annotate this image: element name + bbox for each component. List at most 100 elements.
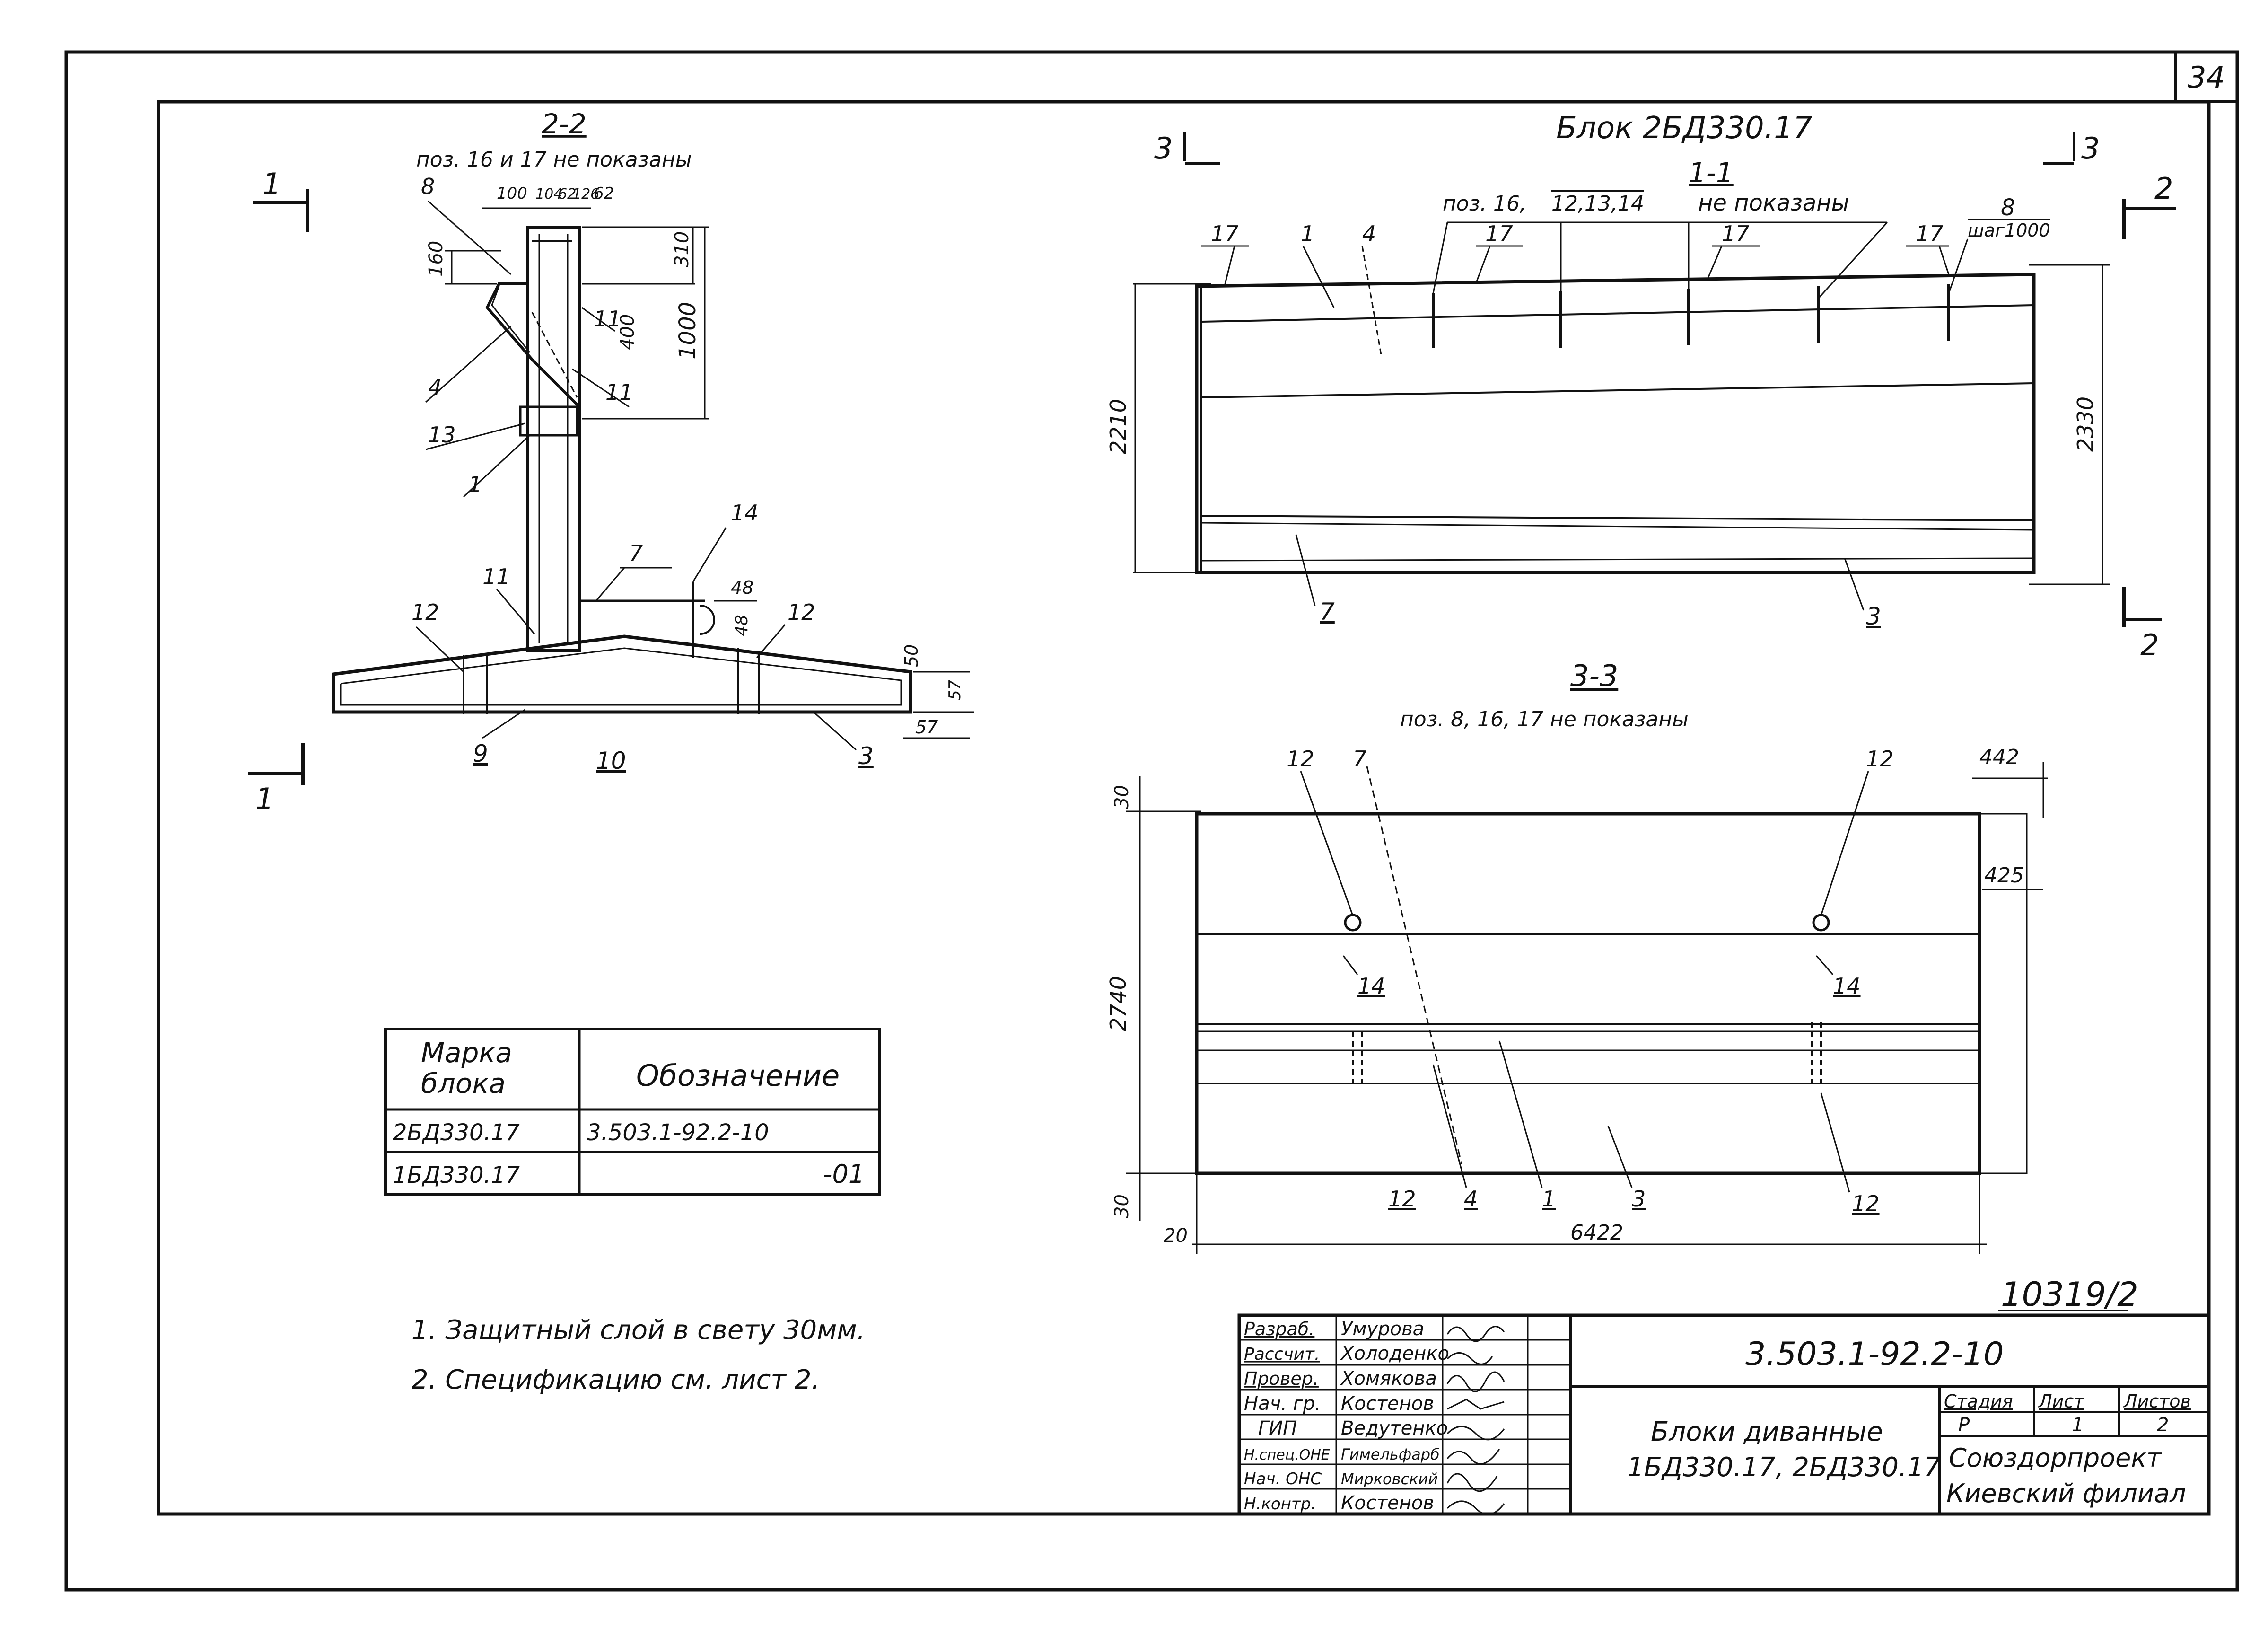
section-1-1: Блок 2БД330.17 1-1 поз. 16, 12,13,14 не … <box>1105 111 2176 662</box>
pos-8-step: шаг1000 <box>1968 220 2050 241</box>
hole-left <box>1344 914 1362 932</box>
dim-30-bottom: 30 <box>1111 1194 1133 1218</box>
note-2: 2. Спецификацию см. лист 2. <box>412 1364 820 1395</box>
sig-role-1: Разраб. <box>1244 1319 1314 1339</box>
sig-role-2: Рассчит. <box>1244 1345 1320 1364</box>
page-number: 34 <box>2188 60 2225 95</box>
sheet-label: Лист <box>2038 1391 2085 1412</box>
dim-57-h: 57 <box>915 717 938 738</box>
pos-14-left: 14 <box>1357 973 1385 999</box>
dim-160: 160 <box>425 241 447 277</box>
sig-name-3: Хомякова <box>1340 1368 1437 1390</box>
row-1-designation: 3.503.1-92.2-10 <box>587 1119 769 1146</box>
pos-14: 14 <box>731 500 759 526</box>
pos-12-bl: 12 <box>1388 1186 1416 1212</box>
sig-name-6: Гимельфарб <box>1341 1445 1440 1463</box>
dim-425: 425 <box>1984 863 2024 888</box>
pos-9: 9 <box>473 740 488 767</box>
pos-7-plan: 7 <box>1353 746 1366 772</box>
header-designation: Обозначение <box>636 1058 840 1093</box>
section-2-2-note: поз. 16 и 17 не показаны <box>416 148 692 172</box>
row-1-mark: 2БД330.17 <box>393 1119 520 1146</box>
pos-1: 1 <box>468 472 482 497</box>
pos-12-right: 12 <box>788 599 815 625</box>
stage-label: Стадия <box>1944 1391 2013 1412</box>
cut-mark-1-bottom: 1 <box>255 782 274 816</box>
header-mark-line2: блока <box>421 1067 506 1100</box>
bracket-4 <box>485 282 581 408</box>
base-slab <box>332 634 912 714</box>
sig-role-4: Нач. гр. <box>1244 1393 1321 1415</box>
dim-1000: 1000 <box>674 302 701 360</box>
cut-mark-1-top: 1 <box>263 167 281 201</box>
pos-17-c: 17 <box>1722 221 1750 246</box>
pos-14-right: 14 <box>1833 973 1861 999</box>
section-1-1-note-suffix: не показаны <box>1698 190 1849 216</box>
sheets-label: Листов <box>2123 1391 2191 1412</box>
section-1-1-note-prefix: поз. 16, <box>1443 192 1526 216</box>
sig-role-7: Нач. ОНС <box>1244 1470 1322 1488</box>
sig-name-1: Умурова <box>1341 1318 1424 1340</box>
row-2-designation: -01 <box>823 1159 865 1189</box>
sig-name-2: Холоденко <box>1340 1343 1449 1364</box>
pos-17-b: 17 <box>1485 221 1513 246</box>
pos-13-pad <box>519 405 578 437</box>
header-mark-line1: Марка <box>421 1037 512 1069</box>
sig-name-4: Костенов <box>1341 1393 1434 1415</box>
pos-7-label: 7 <box>1320 598 1335 625</box>
sig-role-5: ГИП <box>1258 1417 1297 1439</box>
pos-1-label: 1 <box>1301 221 1314 246</box>
sig-role-8: Н.контр. <box>1244 1495 1316 1514</box>
sig-name-7: Мирковский <box>1341 1470 1438 1488</box>
stage-value: Р <box>1958 1414 1970 1436</box>
dim-50: 50 <box>901 644 922 667</box>
dim-6422: 6422 <box>1570 1221 1623 1245</box>
dim-2740: 2740 <box>1105 976 1131 1031</box>
section-1-1-title: 1-1 <box>1689 157 1734 189</box>
dim-310: 310 <box>671 231 693 267</box>
mark-table: Марка блока Обозначение 2БД330.17 3.503.… <box>384 1028 881 1196</box>
block-elevation <box>1195 273 2036 574</box>
section-1-1-note-positions: 12,13,14 <box>1551 192 1644 216</box>
doc-name-line2: 1БД330.17, 2БД330.17 <box>1627 1452 1941 1483</box>
row-2-mark: 1БД330.17 <box>393 1162 520 1188</box>
dim-442: 442 <box>1979 745 2019 769</box>
section-3-3-title: 3-3 <box>1570 659 1618 693</box>
section-2-2: 2-2 поз. 16 и 17 не показаны 1 1 <box>248 108 974 816</box>
dim-30-top: 30 <box>1111 785 1133 809</box>
pos-8-label: 8 <box>2001 194 2015 221</box>
inner-frame <box>157 100 2211 1516</box>
sig-role-3: Провер. <box>1244 1368 1319 1389</box>
pos-10: 10 <box>596 747 626 774</box>
dim-48-h: 48 <box>731 577 753 598</box>
pos-12-left: 12 <box>412 599 439 625</box>
sheets-value: 2 <box>2157 1414 2169 1436</box>
pos-12-tl: 12 <box>1287 746 1314 772</box>
section-3-3-note: поз. 8, 16, 17 не показаны <box>1400 707 1689 731</box>
dim-20: 20 <box>1164 1225 1188 1247</box>
dim-100: 100 <box>497 184 527 203</box>
org-line2: Киевский филиал <box>1946 1479 2186 1508</box>
cut-2-top: 2 <box>2154 171 2173 206</box>
pos-12-br: 12 <box>1852 1191 1880 1216</box>
pos-17-a: 17 <box>1211 221 1239 246</box>
pos-3-label: 3 <box>1866 603 1881 630</box>
pos-4-label: 4 <box>1362 221 1376 246</box>
section-3-3: 3-3 поз. 8, 16, 17 не показаны 442 425 3… <box>1105 659 2048 1254</box>
dim-400: 400 <box>617 314 639 350</box>
pos-7: 7 <box>629 540 643 566</box>
sheet-value: 1 <box>2072 1414 2084 1436</box>
pos-11-c: 11 <box>482 564 510 590</box>
dim-57-v: 57 <box>946 679 964 700</box>
sig-name-5: Ведутенко <box>1341 1417 1448 1439</box>
doc-name-line1: Блоки диванные <box>1651 1417 1883 1447</box>
pos-3: 3 <box>858 742 874 770</box>
sig-name-8: Костенов <box>1341 1492 1434 1514</box>
wall-outline <box>526 226 581 652</box>
doc-code: 3.503.1-92.2-10 <box>1745 1336 2004 1373</box>
cut-3-right: 3 <box>2081 131 2100 166</box>
plan-outline <box>1195 812 1981 1175</box>
pos-4: 4 <box>428 375 442 400</box>
archive-number: 10319/2 <box>2001 1275 2138 1314</box>
